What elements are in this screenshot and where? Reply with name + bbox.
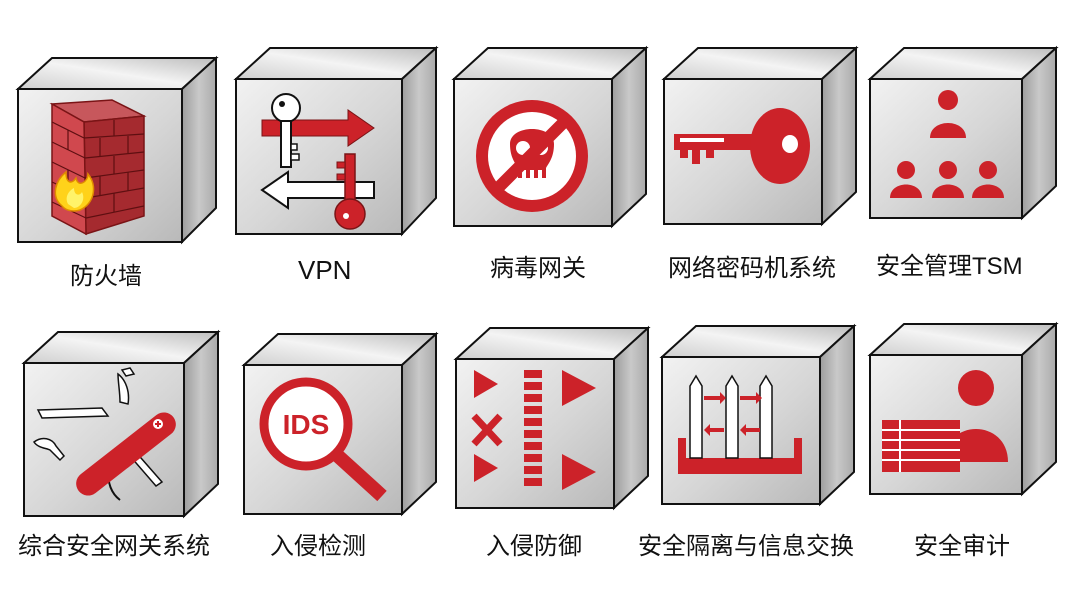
label-ids: 入侵检测 <box>270 532 366 560</box>
vpn-keys-icon <box>260 93 375 230</box>
tile-firewall <box>15 55 219 246</box>
users-hierarchy-icon <box>890 90 1004 198</box>
label-integrated-gateway: 综合安全网关系统 <box>18 532 210 560</box>
isolation-exchange-icon <box>678 374 802 474</box>
ids-magnifier-icon: IDS <box>259 377 387 502</box>
virus-gateway-icon <box>476 100 588 212</box>
ids-text: IDS <box>283 409 330 440</box>
label-tsm: 安全管理TSM <box>876 253 1023 280</box>
tile-ids: IDS <box>241 331 439 518</box>
tile-vpn <box>233 45 439 238</box>
swiss-knife-icon <box>32 367 176 501</box>
tile-network-cipher <box>661 45 859 228</box>
label-network-cipher: 网络密码机系统 <box>668 254 836 282</box>
key-icon <box>674 108 810 184</box>
cube-frame <box>233 45 439 237</box>
tile-audit <box>867 321 1059 498</box>
intrusion-prevention-icon <box>471 370 596 490</box>
label-firewall: 防火墙 <box>70 262 142 290</box>
firewall-icon <box>49 99 147 236</box>
tile-tsm <box>867 45 1059 222</box>
label-ips: 入侵防御 <box>486 532 582 560</box>
tile-isolation <box>659 323 857 508</box>
audit-icon <box>882 370 1008 472</box>
tile-integrated-gateway <box>21 329 221 520</box>
tile-ips <box>453 325 651 512</box>
label-audit: 安全审计 <box>914 532 1010 560</box>
label-isolation: 安全隔离与信息交换 <box>638 532 854 560</box>
label-vpn: VPN <box>298 255 352 285</box>
tile-virus-gateway <box>451 45 649 230</box>
label-virus-gateway: 病毒网关 <box>490 254 586 282</box>
